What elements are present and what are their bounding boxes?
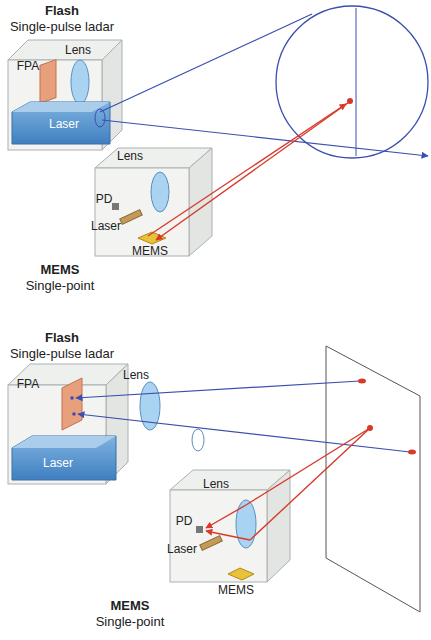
part-label: FPA <box>17 59 39 73</box>
part-label: MEMS <box>218 583 254 597</box>
device-housing: FlashSingle-pulse ladar <box>10 330 114 362</box>
device-title: Flash <box>10 330 114 346</box>
part-label: Lens <box>203 477 229 491</box>
part-label: FPA <box>17 377 39 391</box>
device-subtitle: Single-pulse ladar <box>10 19 114 35</box>
device-housing: FlashSingle-pulse ladar <box>10 3 114 35</box>
part-label: Laser <box>91 219 121 233</box>
device-subtitle: Single-pulse ladar <box>10 346 114 362</box>
device-title: Flash <box>10 3 114 19</box>
part-label: MEMS <box>132 244 168 258</box>
part-label: Laser <box>43 456 73 470</box>
part-label: Laser <box>167 542 197 556</box>
device-subtitle: Single-point <box>96 614 165 630</box>
device-subtitle: Single-point <box>26 278 95 294</box>
device-title: MEMS <box>26 262 95 278</box>
device-housing: MEMSSingle-point <box>96 598 165 630</box>
part-label: Lens <box>123 368 149 382</box>
device-housing: MEMSSingle-point <box>26 262 95 294</box>
part-label: PD <box>176 514 193 528</box>
part-label: Laser <box>49 117 79 131</box>
part-label: PD <box>96 192 113 206</box>
part-label: Lens <box>65 43 91 57</box>
part-label: Lens <box>117 149 143 163</box>
device-title: MEMS <box>96 598 165 614</box>
